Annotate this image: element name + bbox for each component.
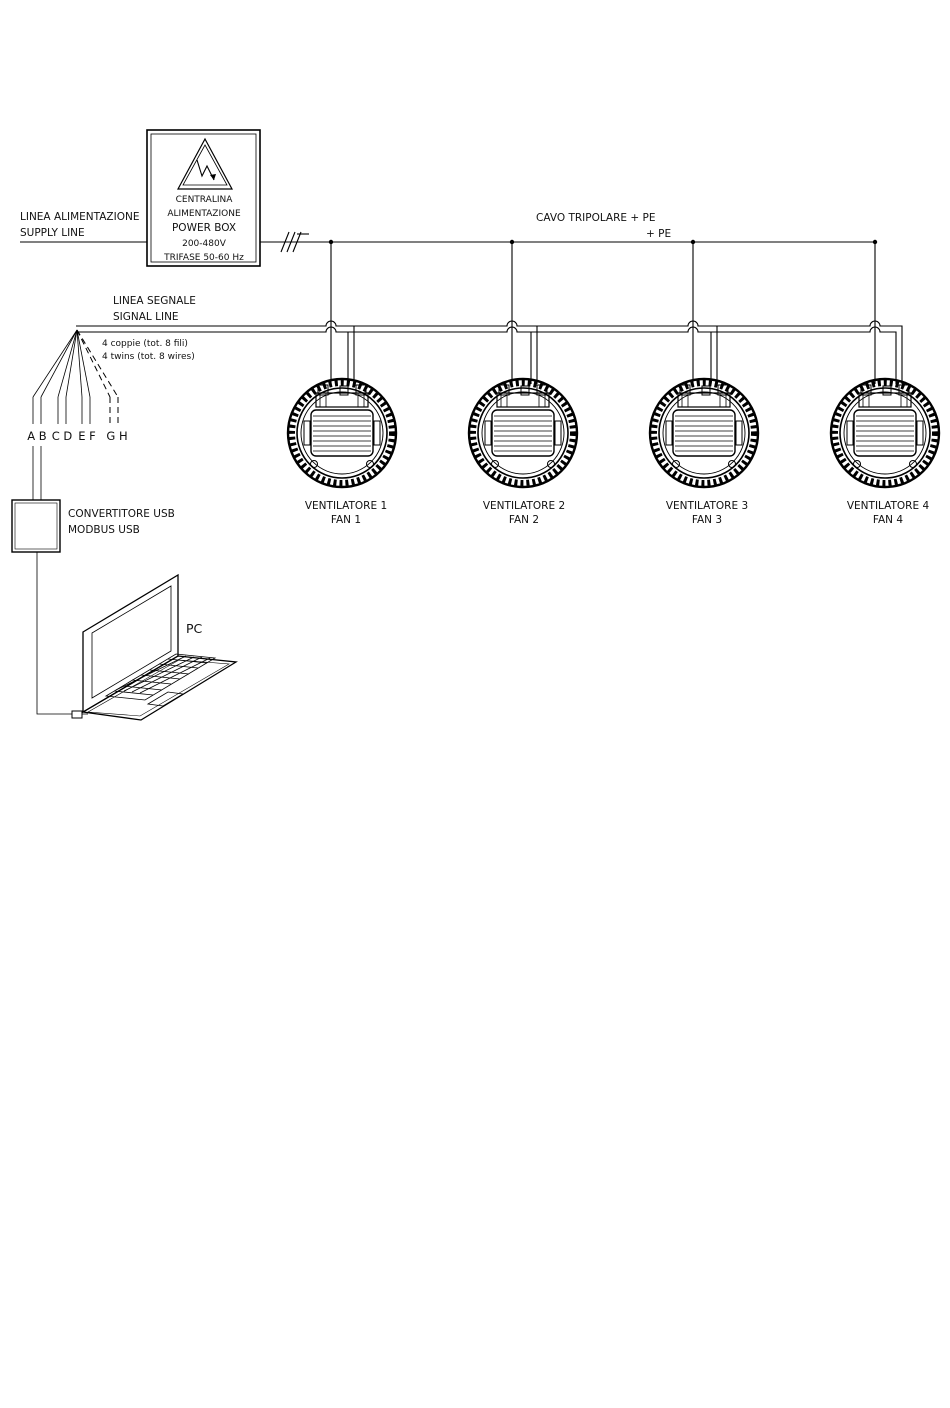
fan-label-it: VENTILATORE 4	[847, 500, 930, 512]
pc-label: PC	[186, 621, 203, 636]
wire-pair-gh: G H	[106, 429, 127, 443]
fan-label-en: FAN 2	[509, 514, 539, 526]
fan-label-it: VENTILATORE 2	[483, 500, 565, 512]
fan-unit: VENTILATORE 1 FAN 1	[288, 242, 396, 526]
supply-line-label-en: SUPPLY LINE	[20, 227, 85, 239]
power-cable: CAVO TRIPOLARE + PE + PE	[260, 212, 878, 253]
supply-line-label-it: LINEA ALIMENTAZIONE	[20, 211, 139, 223]
signal-line-label-it: LINEA SEGNALE	[113, 295, 196, 307]
fan-label-it: VENTILATORE 1	[305, 500, 387, 512]
wire-fanout	[32, 329, 119, 424]
converter-label-2: MODBUS USB	[68, 524, 140, 536]
fan-label-en: FAN 4	[873, 514, 903, 526]
power-cable-label: CAVO TRIPOLARE + PE	[536, 212, 656, 224]
fan-unit: VENTILATORE 4 FAN 4	[831, 242, 939, 526]
wire-pair-cd: C D	[52, 429, 73, 443]
converter-label-1: CONVERTITORE USB	[68, 508, 175, 520]
power-box-label-3: POWER BOX	[172, 222, 236, 234]
fan-unit: VENTILATORE 2 FAN 2	[469, 242, 577, 526]
laptop-icon: PC	[81, 573, 238, 721]
signal-line: LINEA SEGNALE SIGNAL LINE 4 coppie (tot.…	[27, 295, 903, 500]
supply-line: LINEA ALIMENTAZIONE SUPPLY LINE	[20, 211, 147, 243]
wire-pair-ab: A B	[27, 429, 47, 443]
high-voltage-warning-icon	[176, 137, 234, 190]
signal-pairs-label-it: 4 coppie (tot. 8 fili)	[102, 339, 188, 349]
usb-converter: CONVERTITORE USB MODBUS USB	[11, 499, 175, 719]
fan-unit: VENTILATORE 3 FAN 3	[650, 242, 758, 526]
power-box-phase: TRIFASE 50-60 Hz	[163, 253, 244, 263]
power-box-voltage: 200-480V	[182, 239, 227, 249]
signal-line-label-en: SIGNAL LINE	[113, 311, 179, 323]
power-box-label-1: CENTRALINA	[176, 195, 234, 205]
wire-pair-ef: E F	[78, 429, 96, 443]
signal-pairs-label-en: 4 twins (tot. 8 wires)	[102, 352, 195, 362]
power-box-label-2: ALIMENTAZIONE	[167, 209, 241, 219]
fan-label-it: VENTILATORE 3	[666, 500, 748, 512]
fan-label-en: FAN 1	[331, 514, 361, 526]
fan-label-en: FAN 3	[692, 514, 722, 526]
power-cable-label-pe: + PE	[646, 228, 671, 240]
power-box: CENTRALINA ALIMENTAZIONE POWER BOX 200-4…	[146, 129, 261, 267]
